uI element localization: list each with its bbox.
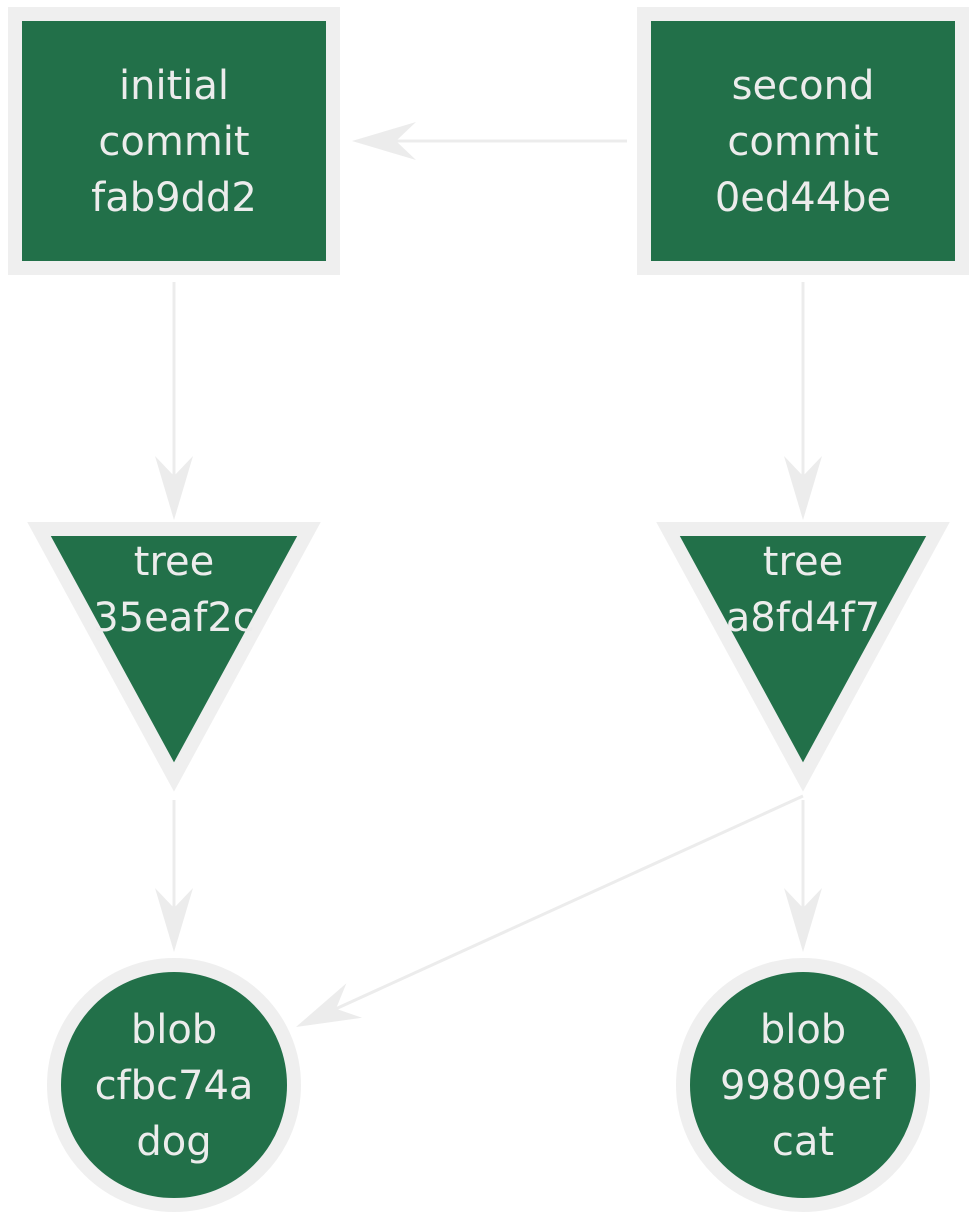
edges-layer bbox=[155, 122, 822, 1027]
tree-triangle bbox=[656, 522, 950, 792]
node-tree-a8fd4f7: tree a8fd4f7 bbox=[656, 522, 950, 792]
nodes-layer: initial commit fab9dd2 second commit 0ed44be t… bbox=[8, 7, 969, 1212]
tree-label-line: tree bbox=[763, 539, 843, 585]
tree-label-line: tree bbox=[134, 539, 214, 585]
blob-label-line: cfbc74a bbox=[95, 1063, 254, 1109]
tree-label-line: a8fd4f7 bbox=[726, 595, 880, 641]
node-blob-cfbc74a: blob cfbc74a dog bbox=[47, 958, 301, 1212]
commit-label-line: commit bbox=[98, 119, 249, 165]
commit-box bbox=[637, 7, 969, 275]
node-blob-99809ef: blob 99809ef cat bbox=[676, 958, 930, 1212]
commit-label-line: 0ed44be bbox=[715, 175, 891, 221]
blob-label-line: blob bbox=[760, 1007, 846, 1053]
blob-label-line: 99809ef bbox=[720, 1063, 887, 1109]
arrowhead bbox=[352, 122, 416, 160]
node-commit-initial: initial commit fab9dd2 bbox=[8, 7, 340, 275]
edge-line bbox=[335, 794, 804, 1011]
blob-label-line: blob bbox=[131, 1007, 217, 1053]
tree-triangle bbox=[27, 522, 321, 792]
commit-label-line: second bbox=[732, 63, 875, 109]
commit-label-line: fab9dd2 bbox=[91, 175, 257, 221]
arrowhead bbox=[155, 888, 193, 952]
arrowhead bbox=[784, 456, 822, 520]
edge-tree-a8fd4f7-to-blob-99809ef bbox=[784, 800, 822, 952]
edge-commit-second-to-commit-initial bbox=[352, 122, 627, 160]
edge-commit-second-to-tree-a8fd4f7 bbox=[784, 282, 822, 520]
edge-tree-35eaf2c-to-blob-cfbc74a bbox=[155, 800, 193, 952]
edge-tree-a8fd4f7-to-blob-cfbc74a bbox=[296, 794, 804, 1027]
blob-circle bbox=[47, 958, 301, 1212]
arrowhead bbox=[784, 888, 822, 952]
blob-circle bbox=[676, 958, 930, 1212]
node-tree-35eaf2c: tree 35eaf2c bbox=[27, 522, 321, 792]
commit-box bbox=[8, 7, 340, 275]
blob-label-line: dog bbox=[136, 1119, 211, 1165]
tree-label-line: 35eaf2c bbox=[93, 595, 255, 641]
commit-label-line: initial bbox=[119, 63, 229, 109]
node-commit-second: second commit 0ed44be bbox=[637, 7, 969, 275]
arrowhead bbox=[296, 983, 363, 1027]
arrowhead bbox=[155, 456, 193, 520]
edge-commit-initial-to-tree-35eaf2c bbox=[155, 282, 193, 520]
commit-label-line: commit bbox=[727, 119, 878, 165]
blob-label-line: cat bbox=[772, 1119, 834, 1165]
